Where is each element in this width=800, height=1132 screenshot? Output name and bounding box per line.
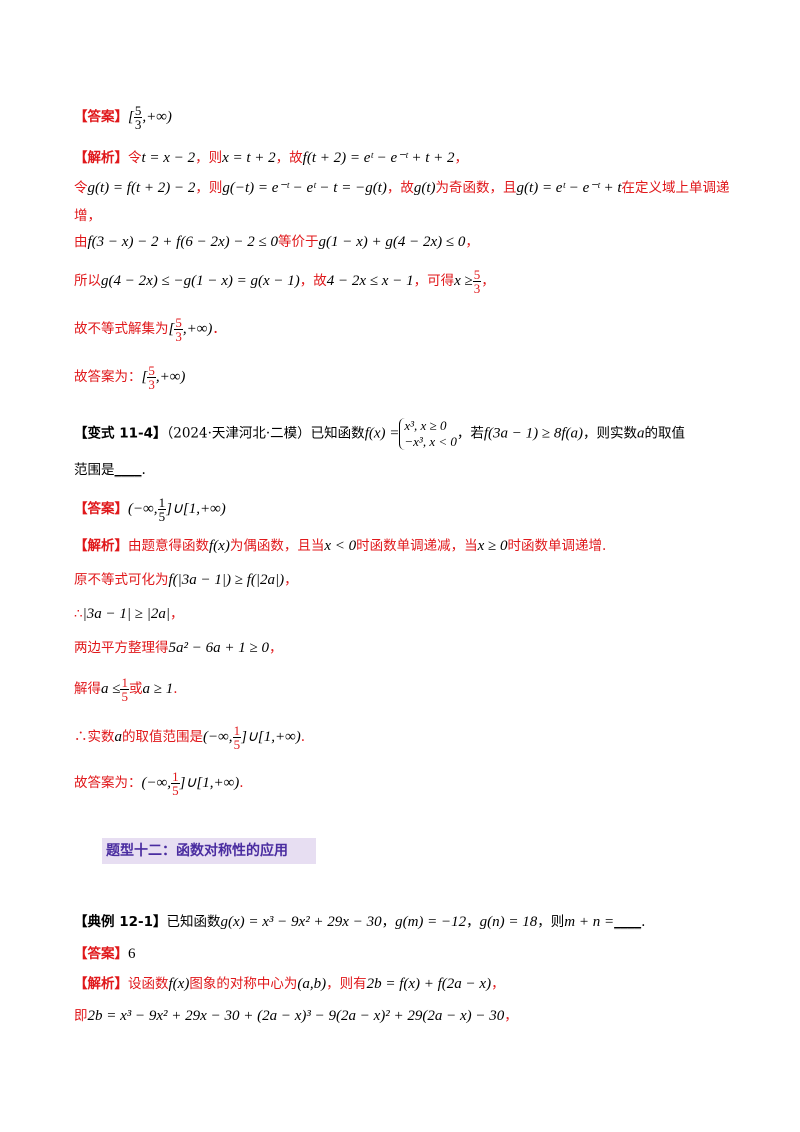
piecewise-brace: x³, x ≥ 0−x³, x < 0	[399, 418, 457, 450]
variant-question-line-1: 【变式 11-4】（2024·天津河北·二模）已知函数f(x) =x³, x ≥…	[74, 418, 686, 450]
section-title: 题型十二：函数对称性的应用	[102, 838, 316, 864]
variant-question-line-2: 范围是____.	[74, 462, 146, 478]
analysis-line-5: 所以g(4 − 2x) ≤ −g(1 − x) = g(x − 1)，故4 − …	[74, 267, 495, 296]
answer-blank: ____	[114, 462, 142, 478]
analysis-line-4: 由f(3 − x) − 2 + f(6 − 2x) − 2 ≤ 0等价于g(1 …	[74, 234, 479, 250]
therefore-icon: ∴	[74, 606, 83, 622]
answer-label: 【答案】	[74, 109, 128, 125]
answer-blank: ____	[614, 914, 642, 930]
example-analysis-line-1: 【解析】设函数f(x)图象的对称中心为(a,b)，则有2b = f(x) + f…	[74, 976, 505, 992]
variant-analysis-line-3: ∴|3a − 1| ≥ |2a|，	[74, 606, 184, 622]
therefore-icon: ∴	[74, 729, 88, 745]
example-label: 【典例 12-1】	[74, 914, 167, 930]
example-answer-line: 【答案】6	[74, 946, 136, 962]
variant-analysis-line-1: 【解析】由题意得函数f(x)为偶函数，且当x < 0时函数单调递减，当x ≥ 0…	[74, 538, 607, 554]
variant-analysis-line-2: 原不等式可化为f(|3a − 1|) ≥ f(|2a|)，	[74, 572, 298, 588]
variant-label: 【变式 11-4】	[74, 425, 167, 442]
analysis-line-2: 令g(t) = f(t + 2) − 2，则g(−t) = e⁻ᵗ − eᵗ −…	[74, 180, 730, 196]
analysis-line-1: 【解析】令t = x − 2，则x = t + 2，故f(t + 2) = eᵗ…	[74, 150, 469, 166]
analysis-line-3: 增，	[74, 208, 101, 224]
example-question-line: 【典例 12-1】已知函数g(x) = x³ − 9x² + 29x − 30，…	[74, 914, 646, 930]
variant-analysis-line-4: 两边平方整理得5a² − 6a + 1 ≥ 0，	[74, 640, 283, 656]
analysis-label: 【解析】	[74, 150, 128, 166]
example-analysis-line-2: 即2b = x³ − 9x² + 29x − 30 + (2a − x)³ − …	[74, 1008, 518, 1024]
